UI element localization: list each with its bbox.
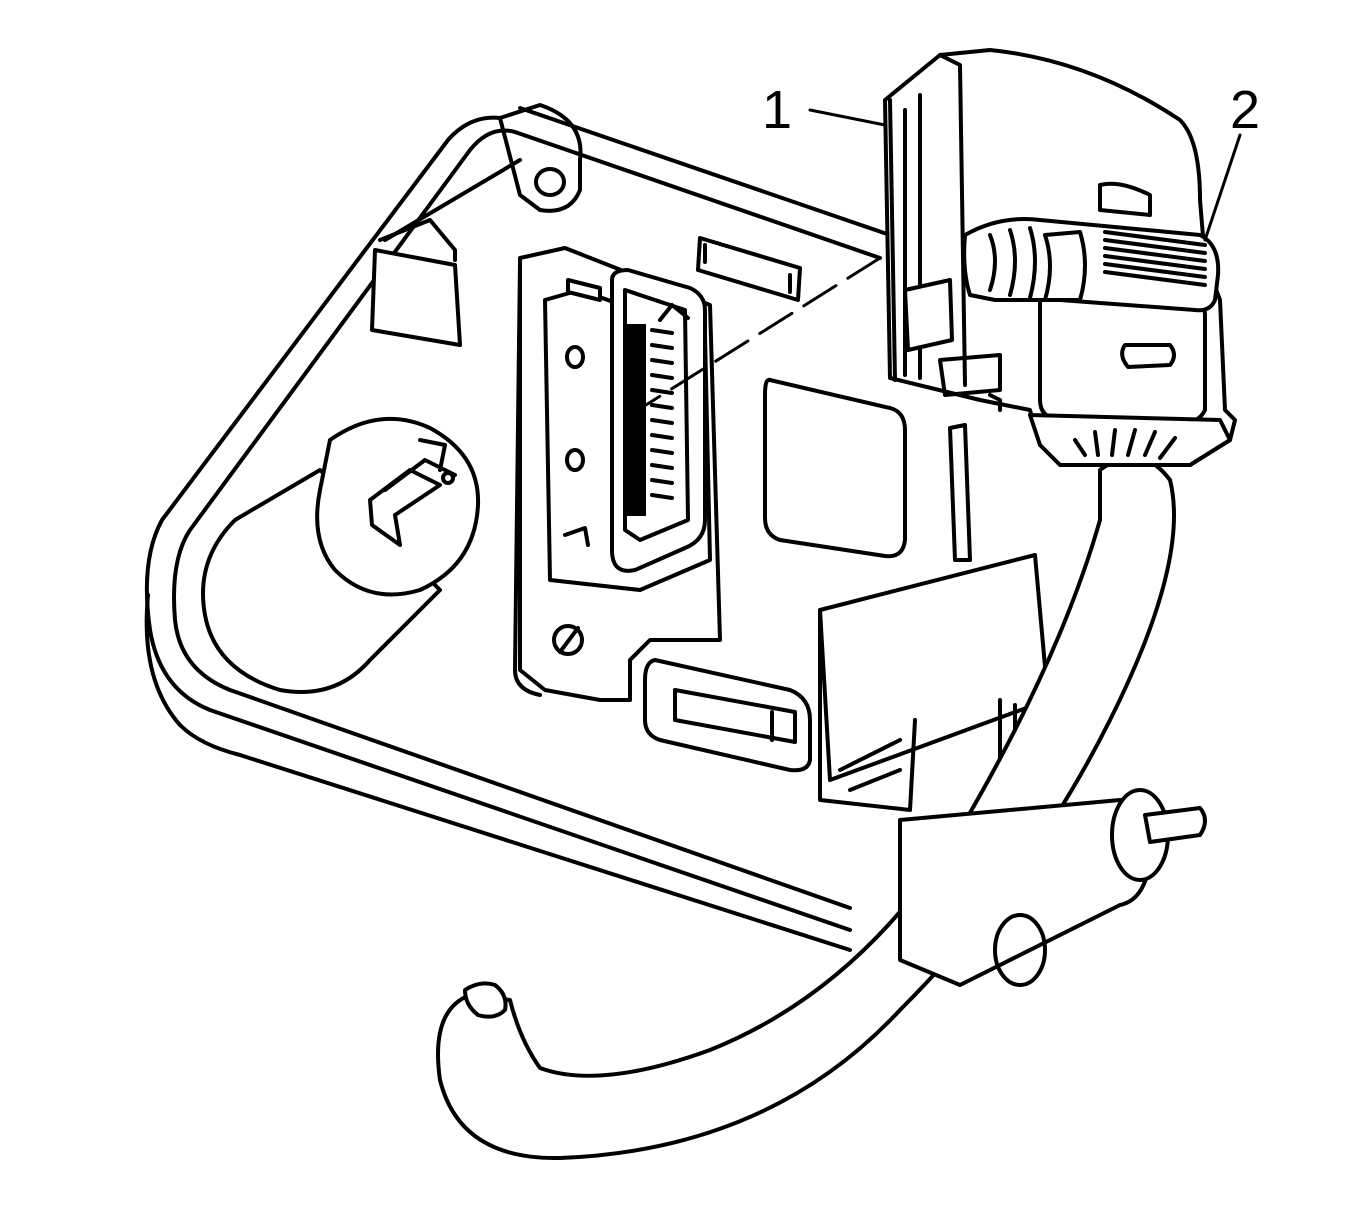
side-bracket [763, 377, 1050, 812]
harness-connector [883, 48, 1237, 467]
mounting-bracket [144, 103, 892, 952]
alignment-line [628, 256, 882, 417]
callout-2: 2 [1230, 80, 1260, 140]
actuator [898, 788, 1207, 987]
connector-pins [626, 324, 674, 516]
leader-line-1 [808, 108, 887, 127]
connector-lock [962, 217, 1221, 313]
leader-line-2 [1203, 133, 1242, 242]
cylinder-component [201, 416, 481, 694]
callout-1: 1 [762, 80, 792, 140]
module-receptacle [513, 246, 812, 773]
